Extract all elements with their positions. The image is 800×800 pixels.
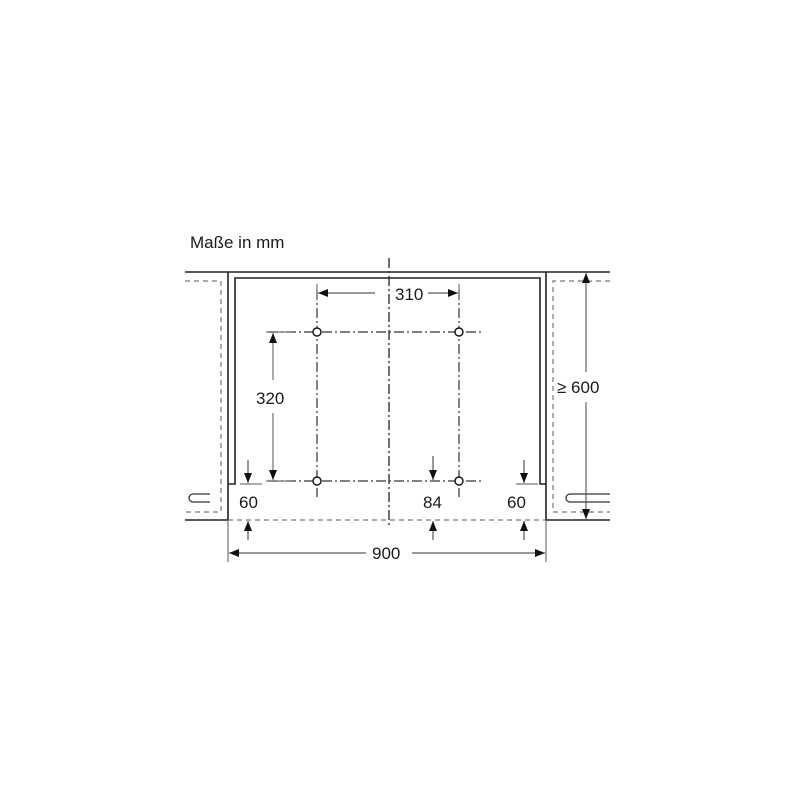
- svg-text:320: 320: [256, 389, 284, 408]
- units-title: Maße in mm: [190, 233, 284, 252]
- hole-axes: [268, 290, 484, 497]
- hole-top-left: [312, 327, 322, 337]
- svg-text:310: 310: [395, 285, 423, 304]
- worktop-outline: [185, 271, 610, 521]
- svg-text:84: 84: [423, 493, 442, 512]
- hole-top-right: [454, 327, 464, 337]
- dimension-depth-600: ≥ 600: [554, 273, 610, 519]
- dimension-left-60: 60: [239, 460, 262, 540]
- mounting-slots: [188, 493, 610, 503]
- appliance-frame: [228, 277, 546, 485]
- dimension-310: 310: [316, 284, 460, 304]
- hole-bottom-right: [454, 476, 464, 486]
- svg-text:900: 900: [372, 544, 400, 563]
- svg-text:60: 60: [507, 493, 526, 512]
- dimension-320: 320: [256, 331, 292, 482]
- mounting-holes: [312, 327, 464, 486]
- dimension-84: 84: [423, 456, 442, 540]
- side-cutouts-dashed: [185, 280, 610, 521]
- dimension-right-60: 60: [507, 460, 538, 540]
- svg-text:60: 60: [239, 493, 258, 512]
- hole-bottom-left: [312, 476, 322, 486]
- dimension-900: 900: [227, 520, 547, 563]
- svg-text:≥ 600: ≥ 600: [557, 378, 599, 397]
